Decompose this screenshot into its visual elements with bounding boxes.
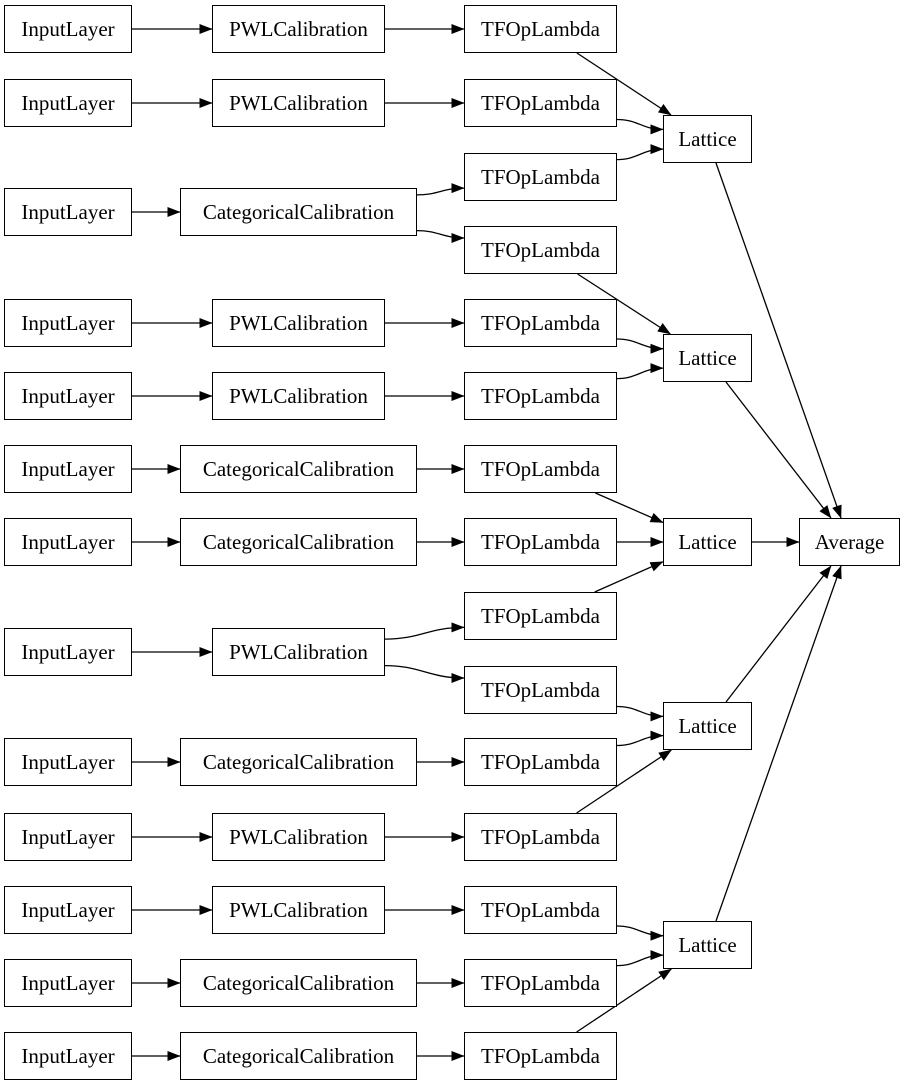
edge-lat2-avg	[725, 381, 832, 519]
node-tf3-tfoplambda: TFOpLambda	[464, 153, 617, 201]
edge-tf15-lat5	[576, 968, 672, 1033]
edge-cal3-tf4	[416, 229, 465, 243]
node-tf12-tfoplambda: TFOpLambda	[464, 813, 617, 861]
node-tf2-tfoplambda: TFOpLambda	[464, 79, 617, 127]
node-in10-inputlayer: InputLayer	[4, 813, 132, 861]
edge-tf10-lat4	[616, 705, 664, 722]
edge-cal8-tf10	[384, 664, 465, 683]
node-in1-inputlayer: InputLayer	[4, 5, 132, 53]
node-lat2-lattice: Lattice	[663, 334, 752, 382]
node-in7-inputlayer: InputLayer	[4, 518, 132, 566]
edge-tf7-lat3	[595, 492, 664, 524]
node-in13-inputlayer: InputLayer	[4, 1032, 132, 1080]
node-lat1-lattice: Lattice	[663, 115, 752, 163]
node-tf4-tfoplambda: TFOpLambda	[464, 226, 617, 274]
node-tf10-tfoplambda: TFOpLambda	[464, 666, 617, 714]
node-cal7-categoricalcalibration: CategoricalCalibration	[180, 518, 417, 566]
node-tf7-tfoplambda: TFOpLambda	[464, 445, 617, 493]
node-lat4-lattice: Lattice	[663, 702, 752, 750]
node-tf8-tfoplambda: TFOpLambda	[464, 518, 617, 566]
edge-tf5-lat2	[616, 338, 664, 354]
node-cal12-categoricalcalibration: CategoricalCalibration	[180, 959, 417, 1007]
node-cal4-pwlcalibration: PWLCalibration	[212, 299, 385, 347]
edge-tf3-lat1	[616, 144, 664, 161]
node-cal1-pwlcalibration: PWLCalibration	[212, 5, 385, 53]
edge-tf6-lat2	[616, 363, 664, 380]
edge-tf1-lat1	[576, 52, 672, 116]
edge-tf13-lat5	[616, 925, 664, 941]
edge-lat1-avg	[715, 162, 842, 519]
node-tf14-tfoplambda: TFOpLambda	[464, 959, 617, 1007]
node-cal8-pwlcalibration: PWLCalibration	[212, 628, 385, 676]
node-tf15-tfoplambda: TFOpLambda	[464, 1032, 617, 1080]
node-tf5-tfoplambda: TFOpLambda	[464, 299, 617, 347]
node-lat5-lattice: Lattice	[663, 921, 752, 969]
node-cal3-categoricalcalibration: CategoricalCalibration	[180, 188, 417, 236]
node-tf13-tfoplambda: TFOpLambda	[464, 886, 617, 934]
node-cal6-categoricalcalibration: CategoricalCalibration	[180, 445, 417, 493]
node-in8-inputlayer: InputLayer	[4, 628, 132, 676]
node-tf1-tfoplambda: TFOpLambda	[464, 5, 617, 53]
node-lat3-lattice: Lattice	[663, 518, 752, 566]
node-tf9-tfoplambda: TFOpLambda	[464, 592, 617, 640]
node-in6-inputlayer: InputLayer	[4, 445, 132, 493]
edge-cal8-tf9	[384, 622, 465, 640]
node-in9-inputlayer: InputLayer	[4, 738, 132, 786]
node-avg-average: Average	[799, 518, 900, 566]
edge-tf2-lat1	[616, 118, 664, 135]
edge-lat4-avg	[725, 565, 832, 703]
node-cal2-pwlcalibration: PWLCalibration	[212, 79, 385, 127]
edge-tf4-lat2	[577, 273, 671, 335]
node-cal5-pwlcalibration: PWLCalibration	[212, 372, 385, 420]
node-in3-inputlayer: InputLayer	[4, 188, 132, 236]
edge-cal3-tf3	[416, 183, 465, 196]
node-in11-inputlayer: InputLayer	[4, 886, 132, 934]
node-in2-inputlayer: InputLayer	[4, 79, 132, 127]
edge-tf9-lat3	[594, 561, 664, 593]
node-cal11-pwlcalibration: PWLCalibration	[212, 886, 385, 934]
node-in5-inputlayer: InputLayer	[4, 372, 132, 420]
node-cal10-pwlcalibration: PWLCalibration	[212, 813, 385, 861]
edge-tf12-lat4	[576, 749, 672, 814]
edge-tf14-lat5	[616, 950, 664, 967]
node-cal13-categoricalcalibration: CategoricalCalibration	[180, 1032, 417, 1080]
node-in4-inputlayer: InputLayer	[4, 299, 132, 347]
edge-tf11-lat4	[616, 730, 664, 747]
node-tf11-tfoplambda: TFOpLambda	[464, 738, 617, 786]
edge-lat5-avg	[715, 565, 842, 922]
node-cal9-categoricalcalibration: CategoricalCalibration	[180, 738, 417, 786]
node-in12-inputlayer: InputLayer	[4, 959, 132, 1007]
node-tf6-tfoplambda: TFOpLambda	[464, 372, 617, 420]
